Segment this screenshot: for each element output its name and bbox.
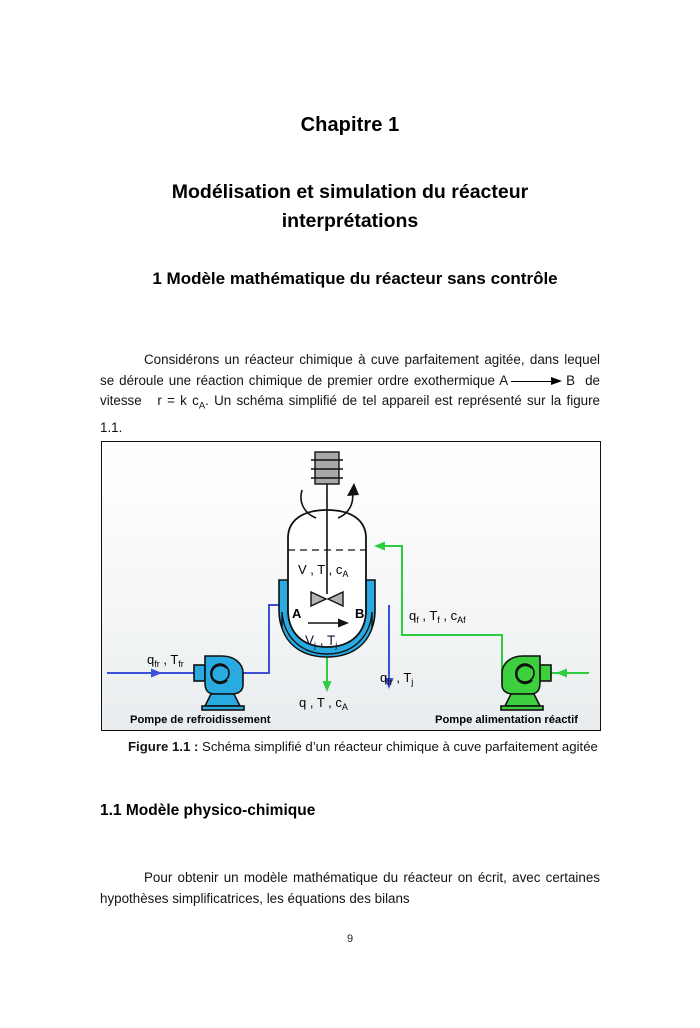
intro-paragraph-part2: de vitesse [100, 372, 600, 409]
reactor-schematic-svg: V , T , cA A B Vj , Tj qfr , Tfr qfr , T… [107, 451, 589, 726]
reaction-arrow-icon [511, 376, 563, 386]
document-title: Modélisation et simulation du réacteur i… [100, 178, 600, 236]
figure-caption-text: Schéma simplifié d’un réacteur chimique … [202, 739, 598, 754]
cooling-pump-icon [193, 655, 245, 711]
jacket-label: Vj , Tj [305, 633, 337, 650]
cooling-pipe-blue [107, 604, 390, 678]
subsection-heading: 1.1 Modèle physico-chimique [100, 802, 316, 819]
page-number: 9 [346, 933, 354, 945]
figure-reactor-diagram: V , T , cA A B Vj , Tj qfr , Tfr qfr , T… [101, 441, 601, 731]
intro-paragraph-rate: r = k c [157, 393, 199, 409]
cooling-pump-caption: Pompe de refroidissement [130, 714, 271, 726]
model-paragraph-text: Pour obtenir un modèle mathématique du r… [100, 870, 600, 906]
model-paragraph: Pour obtenir un modèle mathématique du r… [100, 868, 600, 909]
intro-paragraph-reagent-b: B [566, 372, 576, 388]
vessel-contents-label: V , T , cA [298, 562, 348, 579]
document-title-line1: Modélisation et simulation du réacteur [171, 181, 529, 203]
product-outlet-arrow-icon [322, 681, 332, 692]
intro-paragraph-part3: . Un schéma simplifié de tel appareil es… [100, 393, 600, 435]
figure-caption-label: Figure 1.1 : [128, 739, 199, 754]
cooling-inlet-arrow-icon [151, 668, 162, 678]
agitator-motor-icon [311, 451, 343, 485]
feed-pump-icon [500, 655, 552, 711]
cooling-inlet-label: qfr , Tfr [147, 652, 184, 669]
cooling-outlet-arrow-icon [384, 678, 394, 689]
figure-caption: Figure 1.1 : Schéma simplifié d’un réact… [128, 737, 600, 757]
section-heading: 1 Modèle mathématique du réacteur sans c… [152, 269, 558, 288]
intro-paragraph: Considérons un réacteur chimique à cuve … [100, 350, 600, 438]
intro-paragraph-rate-subscript: A [198, 401, 206, 413]
product-outlet-label: q , T , cA [299, 695, 348, 712]
product-b-label: B [355, 606, 364, 621]
feed-pump-inlet-arrow-icon [556, 668, 567, 678]
feed-inlet-arrow-icon [374, 541, 385, 551]
feed-stream-label: qf , Tf , cAf [409, 608, 466, 625]
reactant-a-label: A [292, 606, 302, 621]
cooling-outlet-label: qfr , Tj [380, 670, 413, 687]
feed-pump-caption: Pompe alimentation réactif [435, 714, 578, 726]
impeller-icon [310, 590, 344, 608]
chapter-title: Chapitre 1 [300, 114, 400, 136]
intro-paragraph-part1: Considérons un réacteur chimique à cuve … [100, 352, 600, 388]
reaction-direction-arrow-icon [308, 618, 349, 628]
document-title-line2: interprétations [281, 210, 419, 232]
rotation-arrowhead-icon [347, 483, 359, 496]
